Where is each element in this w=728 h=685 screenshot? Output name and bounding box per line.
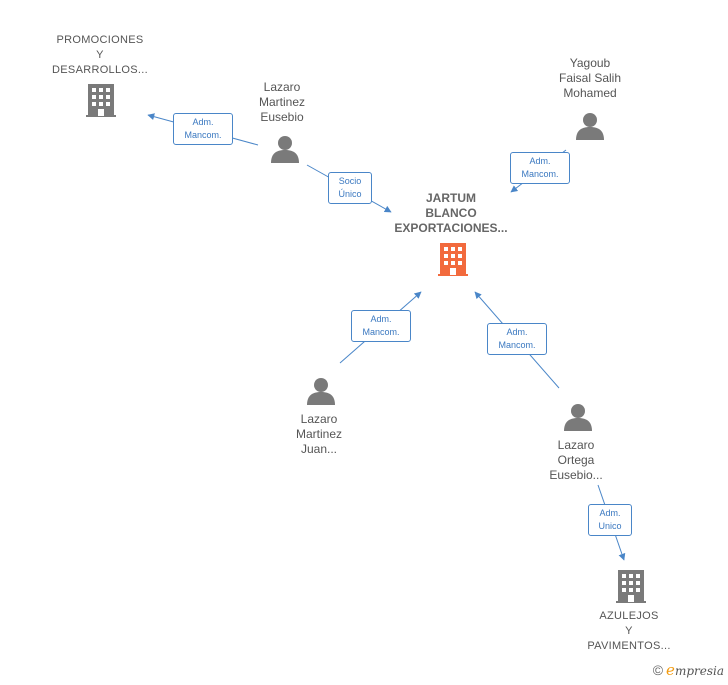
label-line: AZULEJOS — [599, 610, 659, 622]
label-line: JARTUM — [426, 191, 476, 205]
edge-label-line: Adm. — [370, 314, 392, 324]
edge-label-socio-unico[interactable]: Socio Único — [328, 172, 372, 204]
label-line: Martinez — [295, 427, 342, 441]
building-icon[interactable] — [616, 570, 646, 603]
edge-label-line: Mancom. — [362, 327, 400, 337]
copyright-icon: © — [652, 662, 664, 678]
label-line: PAVIMENTOS... — [587, 640, 671, 652]
node-label-jartum[interactable]: JARTUM BLANCO EXPORTACIONES... — [381, 191, 521, 236]
node-label-promociones[interactable]: PROMOCIONES Y DESARROLLOS... — [40, 33, 160, 78]
edge-label-line: Mancom. — [521, 169, 559, 179]
brand-e: e — [666, 661, 675, 679]
label-line: Martinez — [258, 95, 305, 109]
label-line: DESARROLLOS... — [52, 64, 148, 76]
person-icon[interactable] — [576, 113, 604, 140]
label-line: PROMOCIONES — [56, 34, 144, 46]
label-line: Juan... — [300, 442, 338, 456]
label-line: Eusebio — [260, 110, 304, 124]
label-line: EXPORTACIONES... — [394, 221, 508, 235]
edge-label-adm-mancom[interactable]: Adm. Mancom. — [510, 152, 570, 184]
node-label-lazaro-martinez-eusebio[interactable]: Lazaro Martinez Eusebio — [232, 80, 332, 125]
node-label-yagoub[interactable]: Yagoub Faisal Salih Mohamed — [535, 56, 645, 101]
edge-label-adm-mancom[interactable]: Adm. Mancom. — [351, 310, 411, 342]
label-line: Ortega — [557, 453, 595, 467]
building-icon-central[interactable] — [438, 243, 468, 276]
empresia-logo: ©empresia — [653, 661, 724, 679]
edge-label-line: Adm. — [529, 156, 551, 166]
person-icon[interactable] — [307, 378, 335, 405]
edge-label-line: Adm. — [506, 327, 528, 337]
label-line: Faisal Salih — [558, 71, 622, 85]
label-line: Lazaro — [300, 412, 338, 426]
node-label-azulejos[interactable]: AZULEJOS Y PAVIMENTOS... — [569, 609, 689, 654]
edge-label-adm-unico[interactable]: Adm. Unico — [588, 504, 632, 536]
edge-label-adm-mancom[interactable]: Adm. Mancom. — [173, 113, 233, 145]
label-line: BLANCO — [425, 206, 477, 220]
label-line: Y — [96, 49, 104, 61]
node-label-lazaro-martinez-juan[interactable]: Lazaro Martinez Juan... — [269, 412, 369, 457]
edge-label-line: Adm. — [192, 117, 214, 127]
edge-label-line: Socio — [338, 176, 362, 186]
label-line: Y — [625, 625, 633, 637]
brand-rest: mpresia — [674, 664, 724, 678]
edge-label-line: Adm. — [599, 508, 621, 518]
edge-label-adm-mancom[interactable]: Adm. Mancom. — [487, 323, 547, 355]
label-line: Lazaro — [557, 438, 595, 452]
edge-label-line: Mancom. — [498, 340, 536, 350]
label-line: Lazaro — [263, 80, 301, 94]
edge-label-line: Mancom. — [184, 130, 222, 140]
edge-label-line: Único — [338, 189, 362, 199]
person-icon[interactable] — [271, 136, 299, 163]
edge-label-line: Unico — [598, 521, 622, 531]
label-line: Yagoub — [569, 56, 611, 70]
node-label-lazaro-ortega[interactable]: Lazaro Ortega Eusebio... — [526, 438, 626, 483]
label-line: Eusebio... — [549, 468, 603, 482]
building-icon[interactable] — [86, 84, 116, 117]
label-line: Mohamed — [563, 86, 617, 100]
person-icon[interactable] — [564, 404, 592, 431]
